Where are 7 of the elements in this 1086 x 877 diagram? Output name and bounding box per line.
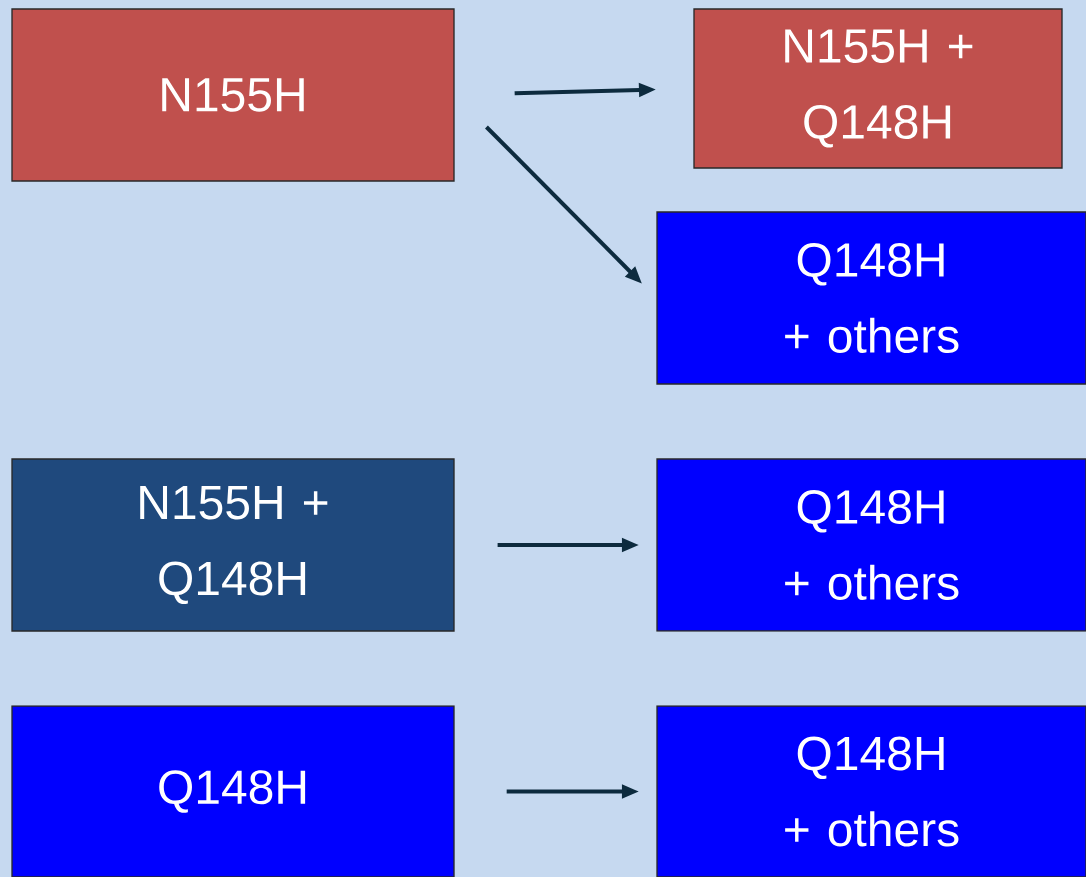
process-box: Q148H + others	[656, 458, 1086, 632]
process-box: Q148H + others	[656, 705, 1086, 877]
process-box: N155H + Q148H	[11, 458, 455, 632]
process-box: Q148H + others	[656, 211, 1086, 385]
process-box: Q148H	[11, 705, 455, 877]
process-box: N155H + Q148H	[693, 8, 1063, 169]
process-box: N155H	[11, 8, 455, 182]
